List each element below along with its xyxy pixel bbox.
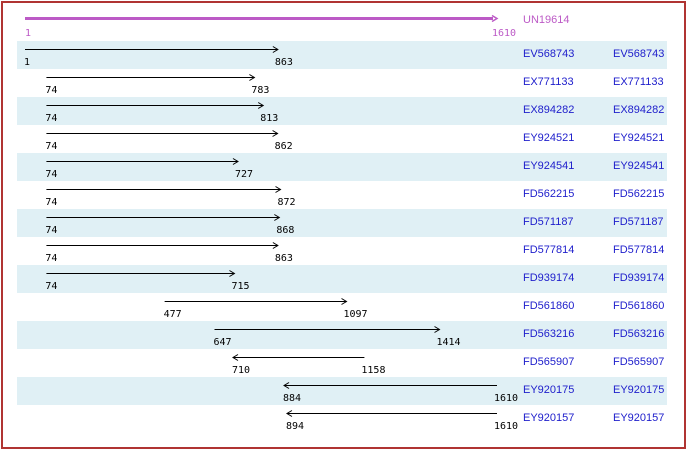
alignment-start-coordinate: 74 — [45, 197, 58, 208]
arrowhead — [249, 74, 256, 81]
accession-label[interactable]: FD577814 — [523, 244, 575, 256]
arrowhead — [232, 354, 239, 361]
accession-label[interactable]: FD561860 — [523, 300, 575, 312]
row-shading-band — [17, 41, 667, 69]
alignment-end-coordinate: 1610 — [494, 393, 519, 404]
alignment-end-coordinate: 863 — [274, 57, 293, 68]
alignment-end-coordinate: 783 — [251, 85, 270, 96]
arrowhead — [232, 158, 239, 165]
accession-label-secondary[interactable]: EY924521 — [613, 132, 665, 144]
reference-end-coordinate: 1610 — [492, 28, 517, 39]
row-shading-band — [17, 153, 667, 181]
alignment-start-coordinate: 74 — [45, 281, 58, 292]
arrowhead — [229, 270, 236, 277]
accession-label[interactable]: EX771133 — [523, 76, 574, 88]
alignment-end-coordinate: 862 — [274, 141, 293, 152]
arrowhead — [274, 214, 281, 221]
accession-label[interactable]: EY924521 — [523, 132, 575, 144]
row-shading-band — [17, 209, 667, 237]
row-shading-band — [17, 377, 667, 405]
alignment-start-coordinate: 647 — [213, 337, 232, 348]
accession-label[interactable]: FD939174 — [523, 272, 575, 284]
accession-label-secondary[interactable]: FD561860 — [613, 300, 665, 312]
accession-label[interactable]: EY920175 — [523, 384, 575, 396]
accession-label-secondary[interactable]: EY920157 — [613, 412, 665, 424]
alignment-start-coordinate: 477 — [163, 309, 182, 320]
accession-label[interactable]: EY924541 — [523, 160, 575, 172]
alignment-end-coordinate: 813 — [260, 113, 279, 124]
arrowhead — [272, 46, 279, 53]
reference-start-coordinate: 1 — [25, 28, 32, 39]
alignment-start-coordinate: 74 — [45, 113, 58, 124]
accession-label-secondary[interactable]: FD565907 — [613, 356, 665, 368]
reference-accession-label[interactable]: UN19614 — [523, 14, 570, 26]
arrowhead — [285, 410, 293, 417]
accession-label[interactable]: EV568743 — [523, 48, 575, 60]
accession-label-secondary[interactable]: FD939174 — [613, 272, 665, 284]
arrowhead — [272, 242, 279, 249]
accession-label-secondary[interactable]: EV568743 — [613, 48, 665, 60]
accession-label[interactable]: FD563216 — [523, 328, 575, 340]
accession-label-secondary[interactable]: FD577814 — [613, 244, 665, 256]
alignment-end-coordinate: 1158 — [361, 365, 386, 376]
alignment-end-coordinate: 1610 — [494, 421, 519, 432]
accession-label[interactable]: FD565907 — [523, 356, 575, 368]
alignment-start-coordinate: 710 — [231, 365, 251, 376]
accession-label-secondary[interactable]: FD571187 — [613, 216, 664, 228]
alignment-start-coordinate: 74 — [45, 141, 58, 152]
alignment-start-coordinate: 74 — [45, 225, 58, 236]
arrowhead — [341, 298, 348, 305]
accession-label-secondary[interactable]: EX894282 — [613, 104, 665, 116]
alignment-end-coordinate: 1414 — [436, 337, 461, 348]
alignment-start-coordinate: 74 — [45, 169, 58, 180]
arrowhead — [272, 130, 279, 137]
alignment-end-coordinate: 715 — [231, 281, 250, 292]
arrowhead — [275, 186, 282, 193]
alignment-start-coordinate: 74 — [45, 85, 58, 96]
accession-label-secondary[interactable]: EX771133 — [613, 76, 664, 88]
arrowhead — [434, 326, 441, 333]
accession-label[interactable]: FD571187 — [523, 216, 574, 228]
row-shading-band — [17, 321, 667, 349]
alignment-start-coordinate: 894 — [285, 421, 305, 432]
alignment-start-coordinate: 74 — [45, 253, 58, 264]
accession-label[interactable]: EX894282 — [523, 104, 575, 116]
alignment-start-coordinate: 1 — [24, 57, 31, 68]
accession-label-secondary[interactable]: FD562215 — [613, 188, 665, 200]
row-shading-band — [17, 97, 667, 125]
alignment-end-coordinate: 863 — [274, 253, 293, 264]
alignment-end-coordinate: 868 — [276, 225, 295, 236]
accession-label-secondary[interactable]: EY924541 — [613, 160, 665, 172]
alignment-end-coordinate: 1097 — [343, 309, 368, 320]
accession-label-secondary[interactable]: FD563216 — [613, 328, 665, 340]
accession-label-secondary[interactable]: EY920175 — [613, 384, 665, 396]
alignment-end-coordinate: 872 — [277, 197, 296, 208]
accession-label[interactable]: EY920157 — [523, 412, 575, 424]
arrowhead — [257, 102, 265, 109]
row-shading-band — [17, 265, 667, 293]
alignment-start-coordinate: 884 — [283, 393, 302, 404]
arrowhead — [491, 14, 499, 23]
alignment-end-coordinate: 727 — [234, 169, 254, 180]
arrowhead — [283, 382, 290, 389]
accession-label[interactable]: FD562215 — [523, 188, 575, 200]
